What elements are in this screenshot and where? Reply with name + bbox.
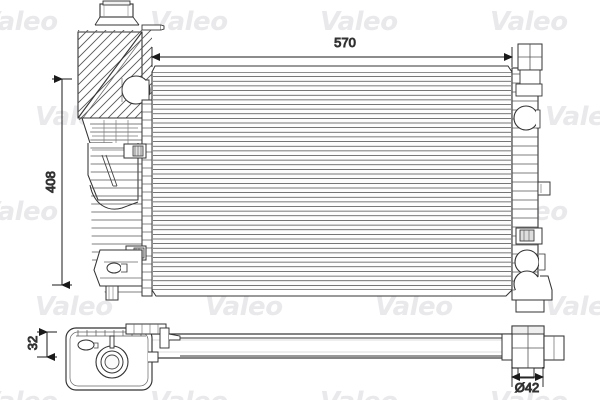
watermark-text: Valeo [320,7,398,37]
left-mid-clip [123,143,147,159]
bottom-view-rails [180,337,502,357]
watermark-text: Valeo [490,7,568,37]
watermark-tiles: ValeoValeoValeoValeoValeoValeoValeoValeo… [0,7,600,400]
dimension-label: 408 [43,171,58,193]
filler-cap [94,0,140,26]
dimension-outlet-diameter: Ø42 [511,367,544,396]
radiator-core [151,71,513,291]
right-tank-top-block [515,43,543,97]
bottom-view-left-tank [65,327,159,391]
watermark-text: Valeo [545,102,600,132]
watermark-text: Valeo [0,387,58,400]
right-mid-nub [537,181,551,196]
dimension-height-overall: 408 [43,75,72,289]
right-lower-outlet [511,227,553,313]
upper-outlet-port [121,75,151,105]
watermark-text: Valeo [0,7,58,37]
dimension-label: 32 [25,336,40,350]
dimension-label: Ø42 [515,380,540,395]
watermark-text: Valeo [320,387,398,400]
bottom-view-left-header [125,323,181,349]
watermark-text: Valeo [150,7,228,37]
core-top-lip [151,65,513,73]
watermark-text: Valeo [205,292,283,322]
watermark-text: Valeo [150,387,228,400]
core-bottom-lip [151,289,513,297]
watermark-text: Valeo [490,387,568,400]
watermark-text: Valeo [35,292,113,322]
watermark-text: Valeo [375,292,453,322]
tank-side-spigot [141,24,165,31]
watermark-text: Valeo [545,292,600,322]
right-upper-port [513,105,541,131]
watermark-text: Valeo [0,197,58,227]
left-foot-bracket [93,249,143,301]
core-left-rail [141,99,153,297]
bottom-view-right-fitting [501,325,565,379]
dimension-label: 570 [334,35,356,50]
dimension-depth-core: 32 [25,328,57,361]
dimension-width-overall: 570 [151,35,513,67]
